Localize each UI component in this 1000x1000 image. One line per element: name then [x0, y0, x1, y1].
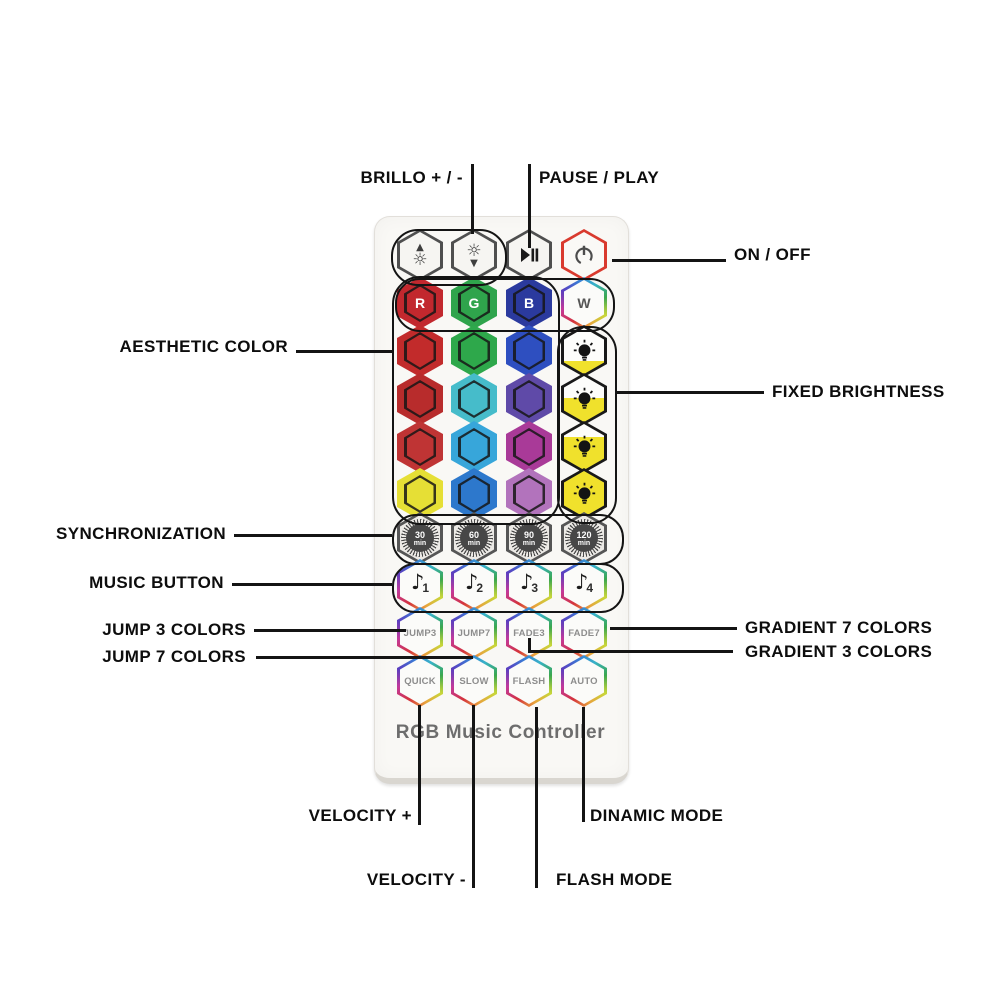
group-outline-fixed-brightness [557, 326, 617, 524]
brand-text: RGB Music Controller [395, 722, 606, 743]
color-swatch-button[interactable] [506, 421, 552, 473]
callout-line-flash-mode [535, 707, 538, 888]
music-4-button[interactable]: ♪4 [561, 559, 607, 611]
quick-button[interactable]: QUICK [397, 655, 443, 707]
play-pause-icon [521, 248, 539, 262]
label-synchronization: SYNCHRONIZATION [55, 524, 226, 543]
group-outline-aesthetic-color [392, 276, 560, 525]
fixed-brightness-75-button[interactable] [561, 421, 607, 473]
music-2-button[interactable]: ♪2 [451, 559, 497, 611]
fixed-brightness-50-button[interactable] [561, 373, 607, 425]
jump3-button[interactable]: JUMP3 [397, 607, 443, 659]
bulb-icon [573, 482, 595, 504]
auto-button[interactable]: AUTO [561, 655, 607, 707]
label-brillo: BRILLO + / - [360, 168, 463, 187]
flash-button[interactable]: FLASH [506, 655, 552, 707]
callout-line-jump7 [256, 656, 473, 659]
group-outline-sync [392, 514, 624, 565]
bulb-icon [573, 387, 595, 409]
group-outline-music [392, 563, 624, 613]
color-b-button[interactable]: B [506, 277, 552, 329]
music-3-button[interactable]: ♪3 [506, 559, 552, 611]
label-flash-mode: FLASH MODE [556, 870, 673, 889]
label-jump3: JUMP 3 COLORS [102, 620, 246, 639]
label-velocity-plus: VELOCITY + [308, 806, 412, 825]
group-outline-brightness [391, 229, 507, 286]
jump7-button[interactable]: JUMP7 [451, 607, 497, 659]
color-swatch-button[interactable] [397, 325, 443, 377]
color-swatch-button[interactable] [451, 468, 497, 520]
callout-line-dinamic-mode [582, 707, 585, 822]
power-icon [575, 245, 593, 265]
callout-line-sync [234, 534, 392, 537]
label-pause-play: PAUSE / PLAY [539, 168, 660, 187]
color-swatch-button[interactable] [451, 325, 497, 377]
color-swatch-button[interactable] [506, 325, 552, 377]
color-swatch-button[interactable] [506, 373, 552, 425]
callout-line-jump3 [254, 629, 406, 632]
callout-line-velocity-minus [472, 705, 475, 888]
callout-line-gradient7 [610, 627, 737, 630]
color-swatch-button[interactable] [397, 373, 443, 425]
group-outline-rgbw [395, 278, 615, 332]
callout-line-velocity-plus [418, 705, 421, 825]
brightness-down-icon: ☼▼ [466, 240, 482, 269]
callout-line-aesthetic [296, 350, 392, 353]
label-fixed-brightness: FIXED BRIGHTNESS [772, 382, 945, 401]
color-swatch-button[interactable] [451, 421, 497, 473]
callout-line-music [232, 583, 392, 586]
callout-line-gradient3-vertical [528, 638, 531, 653]
slow-button[interactable]: SLOW [451, 655, 497, 707]
callout-line-fixed-brightness [616, 391, 764, 394]
label-jump7: JUMP 7 COLORS [102, 647, 246, 666]
label-velocity-minus: VELOCITY - [366, 870, 466, 889]
label-on-off: ON / OFF [734, 245, 811, 264]
callout-line-gradient3 [528, 650, 733, 653]
label-music-button: MUSIC BUTTON [89, 573, 224, 592]
callout-line-brillo [471, 164, 474, 234]
label-gradient7: GRADIENT 7 COLORS [745, 618, 933, 637]
label-aesthetic-color: AESTHETIC COLOR [119, 337, 288, 356]
power-button[interactable] [561, 229, 607, 281]
bulb-icon [573, 435, 595, 457]
music-note-icon: ♪ [519, 570, 534, 594]
callout-line-on-off [612, 259, 726, 262]
music-note-icon: ♪ [464, 570, 479, 594]
music-note-icon: ♪ [574, 570, 589, 594]
label-dinamic-mode: DINAMIC MODE [590, 806, 724, 825]
color-swatch-button[interactable] [397, 421, 443, 473]
callout-line-pause-play [528, 164, 531, 248]
label-gradient3: GRADIENT 3 COLORS [745, 642, 933, 661]
color-swatch-button[interactable] [451, 373, 497, 425]
